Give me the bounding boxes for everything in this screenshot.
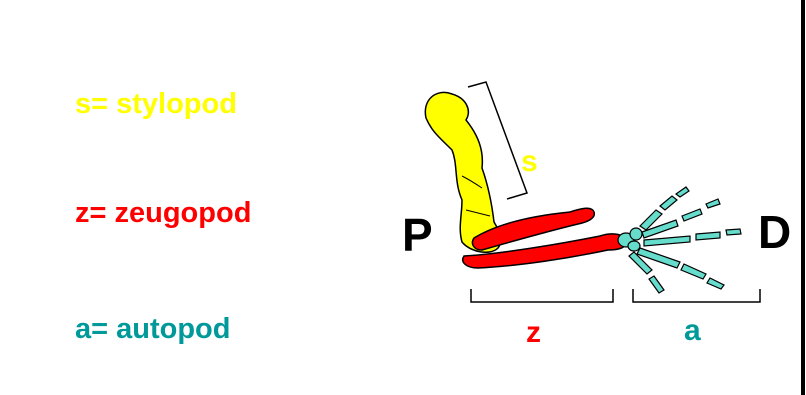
autopod-label: a	[684, 316, 701, 346]
hand-bones-icon	[618, 187, 741, 293]
autopod-bracket	[633, 289, 760, 302]
proximal-label: P	[402, 212, 433, 258]
zeugopod-label: z	[526, 318, 541, 348]
stylopod-label: s	[521, 147, 538, 177]
distal-label: D	[758, 209, 791, 255]
zeugopod-bracket	[471, 289, 613, 302]
humerus-bone-icon	[425, 92, 501, 252]
